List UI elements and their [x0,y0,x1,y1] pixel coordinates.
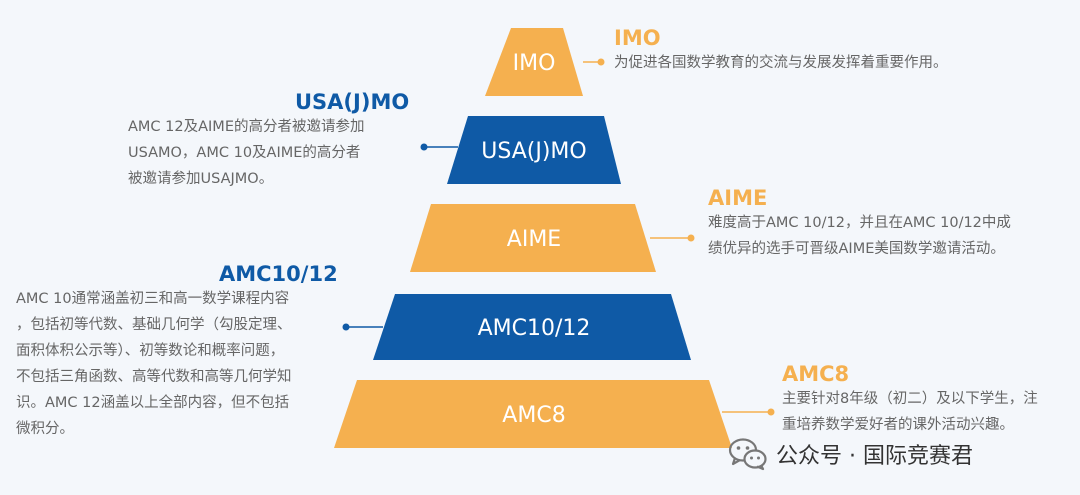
connector-usajmo-dot [420,143,428,151]
pyramid-tier-imo-shape [485,28,583,96]
annotation-imo-desc: 为促进各国数学教育的交流与发展发挥着重要作用。 [614,50,948,76]
annotation-aime-line: 绩优异的选手可晋级AIME美国数学邀请活动。 [708,241,1005,257]
annotation-amc8: AMC8 主要针对8年级（初二）及以下学生，注 重培养数学爱好者的课外活动兴趣。 [782,362,1038,438]
annotation-amc8-line: 重培养数学爱好者的课外活动兴趣。 [782,417,1014,433]
pyramid-tier-usajmo-shape [447,116,621,184]
connector-imo-dot [597,58,605,66]
annotation-usajmo: USA(J)MO AMC 12及AIME的高分者被邀请参加 USAMO，AMC … [128,90,418,192]
annotation-imo: IMO 为促进各国数学教育的交流与发展发挥着重要作用。 [614,26,948,76]
pyramid-tier-imo: IMO [485,28,583,96]
annotation-amc1012-title: AMC10/12 [219,262,338,286]
connector-usajmo [420,143,458,151]
annotation-imo-line: 为促进各国数学教育的交流与发展发挥着重要作用。 [614,55,948,71]
pyramid-tier-imo-label: IMO [513,51,556,76]
annotation-usajmo-line: USAMO，AMC 10及AIME的高分者 [128,145,361,161]
pyramid-tier-usajmo-label: USA(J)MO [481,139,586,164]
wechat-icon [728,438,767,471]
annotation-usajmo-desc: AMC 12及AIME的高分者被邀请参加 USAMO，AMC 10及AIME的高… [128,114,418,192]
pyramid-tier-amc1012-label: AMC10/12 [478,316,591,341]
annotation-amc1012-line: 微积分。 [16,421,74,437]
annotation-usajmo-line: 被邀请参加USAJMO。 [128,171,274,187]
annotation-amc8-title: AMC8 [782,362,850,386]
connector-aime-dot [687,234,695,242]
pyramid-tier-amc8-label: AMC8 [502,403,565,428]
annotation-usajmo-title: USA(J)MO [295,90,410,114]
annotation-amc1012-line: ，包括初等代数、基础几何学（勾股定理、 [16,317,292,333]
connector-amc8 [722,408,775,416]
connector-amc1012 [342,323,383,331]
pyramid-tier-usajmo: USA(J)MO [447,116,621,184]
annotation-aime: AIME 难度高于AMC 10/12，并且在AMC 10/12中成 绩优异的选手… [708,186,1011,262]
watermark: 公众号 · 国际竞赛君 [728,436,973,472]
pyramid-tier-amc1012-shape [373,294,691,360]
connector-amc1012-dot [342,323,350,331]
pyramid-tier-amc1012: AMC10/12 [373,294,691,360]
pyramid-tier-amc8: AMC8 [334,380,732,448]
annotation-aime-title: AIME [708,186,768,210]
annotation-amc1012-desc: AMC 10通常涵盖初三和高一数学课程内容 ，包括初等代数、基础几何学（勾股定理… [16,286,338,442]
pyramid-tier-amc8-shape [334,380,732,448]
annotation-aime-line: 难度高于AMC 10/12，并且在AMC 10/12中成 [708,215,1011,231]
annotation-imo-title: IMO [614,26,661,50]
connector-amc8-dot [767,408,775,416]
connector-imo [583,58,605,66]
annotation-usajmo-line: AMC 12及AIME的高分者被邀请参加 [128,119,365,135]
annotation-amc1012-line: 不包括三角函数、高等代数和高等几何学知 [16,369,292,385]
annotation-amc1012-line: AMC 10通常涵盖初三和高一数学课程内容 [16,291,290,307]
annotation-aime-desc: 难度高于AMC 10/12，并且在AMC 10/12中成 绩优异的选手可晋级AI… [708,210,1011,262]
annotation-amc1012-line: 面积体积公示等）、初等数论和概率问题， [16,343,285,359]
connector-aime [650,234,695,242]
annotation-amc8-desc: 主要针对8年级（初二）及以下学生，注 重培养数学爱好者的课外活动兴趣。 [782,386,1038,438]
pyramid-tier-aime: AIME [410,204,656,272]
annotation-amc1012-line: 识。AMC 12涵盖以上全部内容，但不包括 [16,395,290,411]
pyramid-tier-aime-label: AIME [507,227,561,252]
watermark-text: 公众号 · 国际竞赛君 [776,444,973,469]
annotation-amc8-line: 主要针对8年级（初二）及以下学生，注 [782,391,1038,407]
annotation-amc1012: AMC10/12 AMC 10通常涵盖初三和高一数学课程内容 ，包括初等代数、基… [16,262,338,442]
pyramid-tier-aime-shape [410,204,656,272]
